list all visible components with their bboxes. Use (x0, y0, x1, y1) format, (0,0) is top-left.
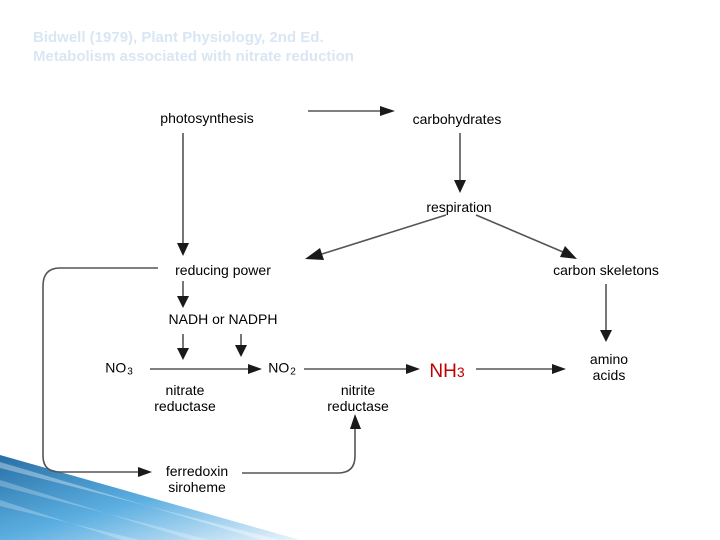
arrow-carbon-skeletons-to-amino-acids (600, 284, 612, 342)
node-reducing-power: reducing power (175, 262, 271, 278)
node-respiration: respiration (426, 199, 492, 215)
arrow-reducing-power-to-nadh (177, 281, 189, 308)
arrow-nh3-to-amino-acids (476, 364, 566, 374)
node-nitrate-reductase: nitrate reductase (154, 382, 215, 414)
node-carbohydrates: carbohydrates (412, 111, 502, 127)
amino-acids-line-1: amino (589, 351, 629, 367)
arrow-no2-to-nh3 (304, 364, 420, 374)
arrow-photosynthesis-to-reducing-power (177, 133, 189, 256)
corner-decoration (0, 455, 300, 540)
arrow-ferredoxin-to-nitrite-reductase (242, 414, 361, 474)
amino-acids-line-2: acids (592, 367, 626, 383)
arrow-photosynthesis-to-carbohydrates (308, 106, 395, 116)
nitrate-subscript: 3 (127, 366, 133, 378)
nitrite-reductase-line-1: nitrite (340, 382, 376, 398)
node-nitrate: NO3 (105, 360, 133, 379)
nitrate-reductase-line-1: nitrate (165, 382, 205, 398)
ferredoxin-line-2: siroheme (168, 479, 226, 495)
arrow-carbohydrates-to-respiration (454, 133, 466, 193)
nitrite-formula: NO (268, 359, 290, 376)
ferredoxin-line-1: ferredoxin (165, 463, 229, 479)
node-amino-acids: amino acids (590, 351, 628, 383)
arrow-respiration-to-carbon-skeletons (475, 214, 577, 259)
slide-title-line-1: Bidwell (1979), Plant Physiology, 2nd Ed… (33, 29, 324, 46)
ammonia-formula: NH (429, 361, 457, 382)
node-nadh-or-nadph: NADH or NADPH (168, 311, 278, 327)
arrow-no3-to-no2 (150, 364, 262, 374)
nitrate-reductase-line-2: reductase (154, 398, 216, 414)
nitrite-reductase-line-2: reductase (327, 398, 389, 414)
arrow-respiration-to-reducing-power (305, 214, 447, 260)
nitrite-subscript: 2 (290, 366, 296, 378)
slide-title-line-2: Metabolism associated with nitrate reduc… (33, 48, 354, 65)
node-carbon-skeletons: carbon skeletons (553, 262, 659, 278)
arrow-reducing-power-to-ferredoxin (42, 267, 158, 477)
node-ammonia: NH3 (429, 361, 465, 382)
node-photosynthesis: photosynthesis (160, 110, 254, 126)
arrow-nadh-to-nitrate-reductase-2 (235, 334, 247, 357)
nitrate-formula: NO (105, 359, 127, 376)
node-ferredoxin-siroheme: ferredoxin siroheme (166, 463, 228, 495)
ammonia-subscript: 3 (456, 364, 465, 380)
node-nitrite: NO2 (268, 360, 296, 379)
node-nitrite-reductase: nitrite reductase (327, 382, 388, 414)
arrow-nadh-to-nitrate-reductase (177, 334, 189, 360)
